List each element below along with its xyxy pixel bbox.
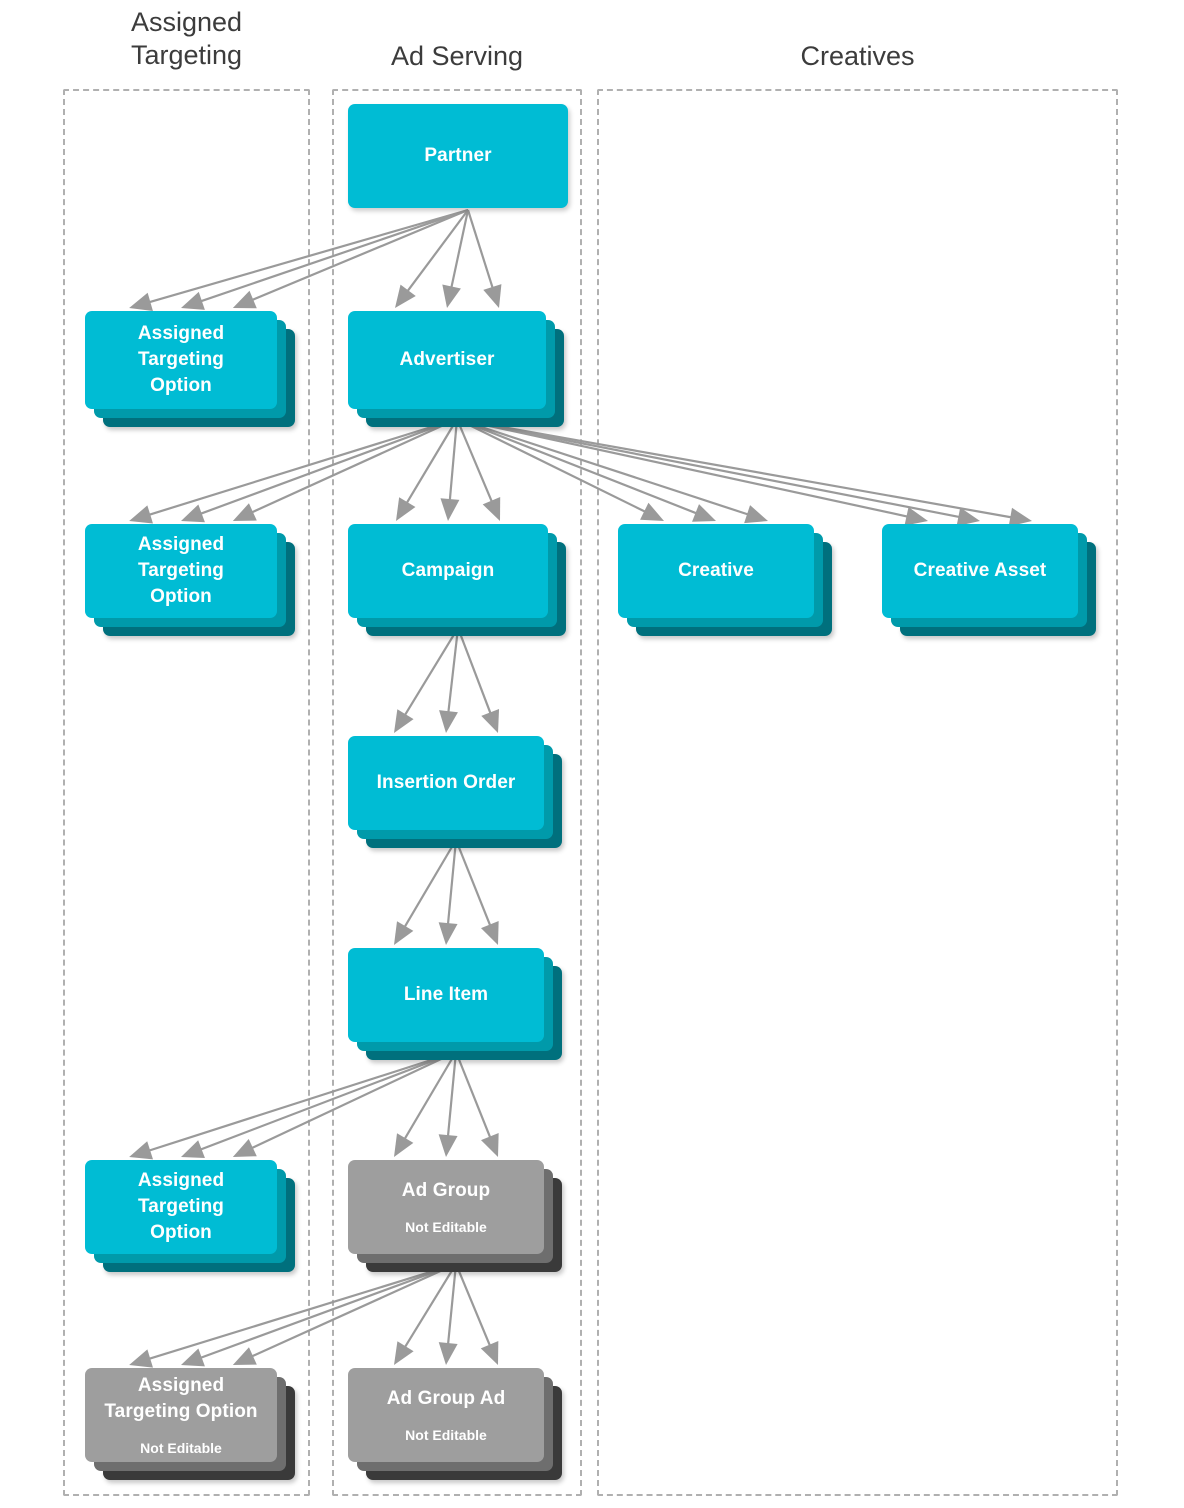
node-title: Partner bbox=[424, 145, 492, 166]
node-face-ato-line-item[interactable]: Assigned Targeting Option bbox=[85, 1160, 277, 1254]
node-face-line-item[interactable]: Line Item bbox=[348, 948, 544, 1042]
node-face-insertion-order[interactable]: Insertion Order bbox=[348, 736, 544, 830]
node-title: Ad Group Ad bbox=[386, 1388, 506, 1409]
node-ad-group-ad[interactable]: Ad Group Ad Not Editable bbox=[348, 1368, 562, 1480]
node-title: Advertiser bbox=[399, 349, 495, 370]
column-group-creatives bbox=[597, 89, 1118, 1496]
node-title: Creative Asset bbox=[913, 560, 1047, 581]
node-partner[interactable]: Partner bbox=[348, 104, 568, 208]
node-line-item[interactable]: Line Item bbox=[348, 948, 562, 1060]
node-ato-partner[interactable]: Assigned Targeting Option bbox=[85, 311, 295, 427]
node-ato-advertiser[interactable]: Assigned Targeting Option bbox=[85, 524, 295, 636]
node-face-advertiser[interactable]: Advertiser bbox=[348, 311, 546, 409]
node-face-ato-partner[interactable]: Assigned Targeting Option bbox=[85, 311, 277, 409]
node-title: Creative bbox=[678, 560, 754, 581]
node-subtitle: Not Editable bbox=[405, 1219, 487, 1235]
node-face-ad-group-ad[interactable]: Ad Group Ad Not Editable bbox=[348, 1368, 544, 1462]
node-title: Line Item bbox=[403, 984, 489, 1005]
node-title: Assigned Targeting Option bbox=[137, 534, 225, 607]
node-face-partner[interactable]: Partner bbox=[348, 104, 568, 208]
node-face-campaign[interactable]: Campaign bbox=[348, 524, 548, 618]
column-header-assigned-targeting: Assigned Targeting bbox=[130, 7, 243, 70]
node-subtitle: Not Editable bbox=[405, 1427, 487, 1443]
column-group-ad-serving bbox=[332, 89, 582, 1496]
node-face-creative-asset[interactable]: Creative Asset bbox=[882, 524, 1078, 618]
node-creative[interactable]: Creative bbox=[618, 524, 832, 636]
node-campaign[interactable]: Campaign bbox=[348, 524, 566, 636]
column-header-creatives: Creatives bbox=[800, 41, 915, 71]
node-title: Assigned Targeting Option bbox=[137, 1170, 225, 1243]
node-face-ato-advertiser[interactable]: Assigned Targeting Option bbox=[85, 524, 277, 618]
node-title: Campaign bbox=[401, 560, 495, 581]
column-header-ad-serving: Ad Serving bbox=[390, 41, 524, 71]
node-title: Assigned Targeting Option bbox=[104, 1375, 258, 1422]
node-title: Assigned Targeting Option bbox=[137, 323, 225, 396]
node-advertiser[interactable]: Advertiser bbox=[348, 311, 564, 427]
node-creative-asset[interactable]: Creative Asset bbox=[882, 524, 1096, 636]
node-insertion-order[interactable]: Insertion Order bbox=[348, 736, 562, 848]
node-ato-line-item[interactable]: Assigned Targeting Option bbox=[85, 1160, 295, 1272]
node-title: Insertion Order bbox=[376, 772, 516, 793]
column-group-assigned-targeting bbox=[63, 89, 310, 1496]
node-subtitle: Not Editable bbox=[140, 1440, 222, 1456]
node-face-creative[interactable]: Creative bbox=[618, 524, 814, 618]
node-title: Ad Group bbox=[401, 1180, 491, 1201]
